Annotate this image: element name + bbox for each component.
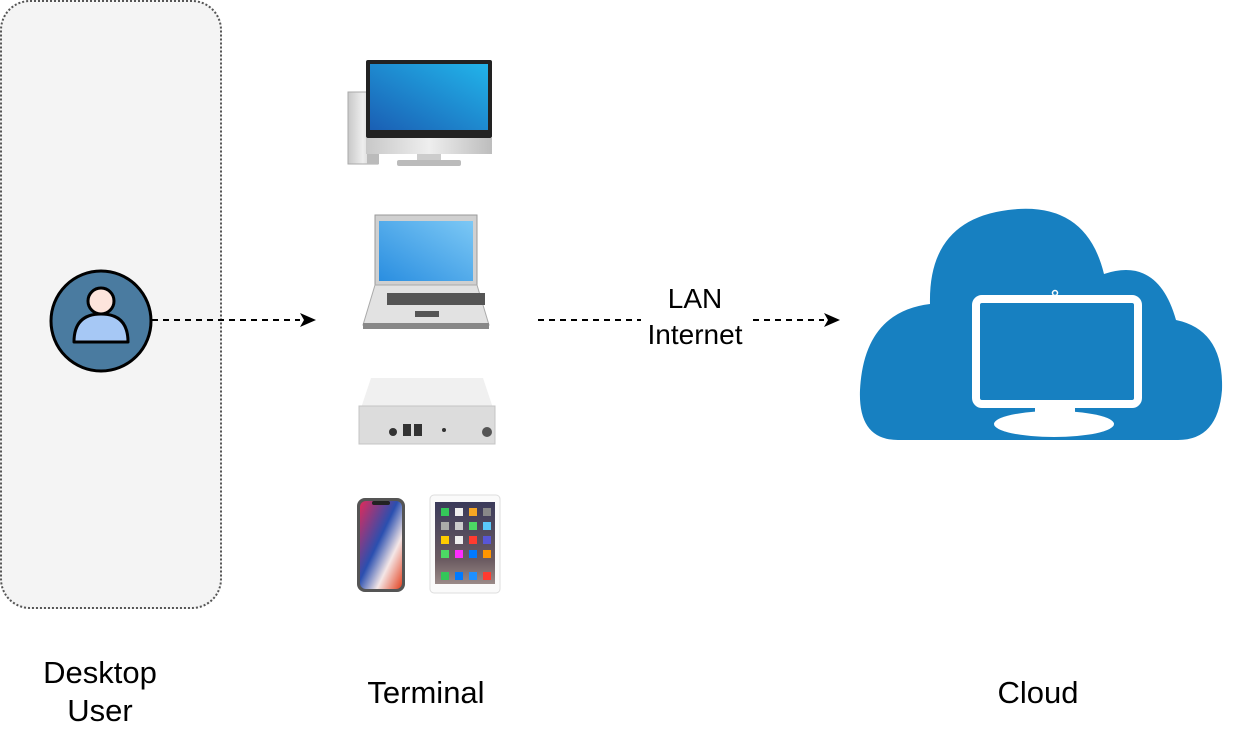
tablet-icon (429, 494, 501, 594)
desktop-computer-icon (347, 60, 492, 166)
terminal-label: Terminal (367, 675, 485, 710)
laptop-icon (362, 214, 490, 329)
user-label: Desktop User (43, 655, 157, 728)
edge-user-to-terminal (152, 313, 316, 327)
smartphone-icon (357, 498, 405, 592)
user-icon[interactable] (48, 268, 154, 374)
edge-terminal-to-cloud (538, 313, 840, 327)
thin-client-icon (358, 378, 496, 445)
cloud-desktop-icon[interactable] (858, 200, 1224, 442)
cloud-label: Cloud (997, 675, 1079, 710)
edge-label-lan-internet: LAN Internet (647, 283, 743, 350)
